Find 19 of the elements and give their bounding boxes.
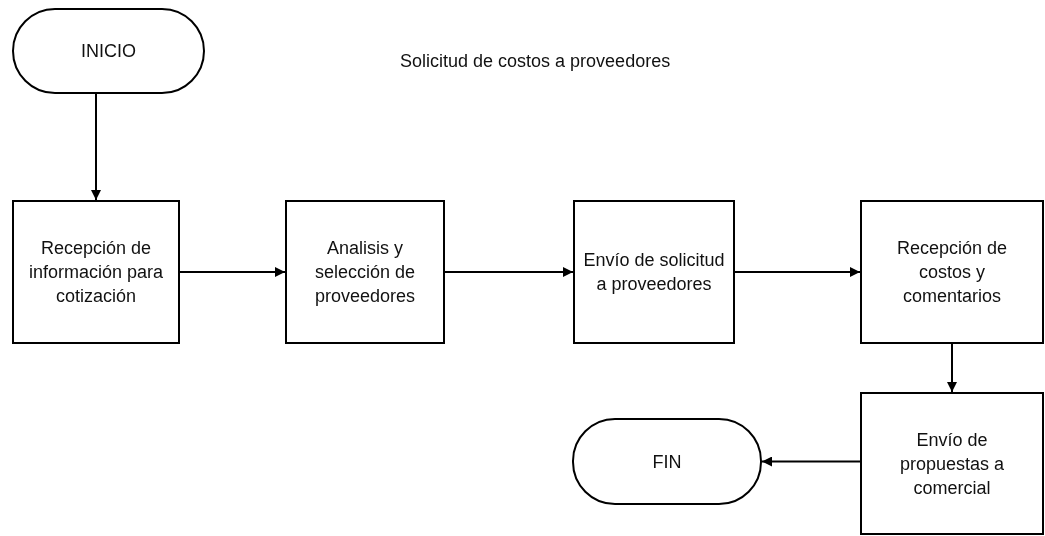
arrow: [947, 343, 957, 393]
node-label: Recepción de costos y comentarios: [895, 237, 1009, 308]
node-label: INICIO: [80, 40, 137, 63]
process-box: [285, 200, 445, 344]
arrow: [734, 267, 861, 277]
arrow: [444, 267, 574, 277]
process-box: [860, 200, 1044, 344]
diagram-title: Solicitud de costos a proveedores: [400, 51, 671, 72]
node-label: FIN: [651, 450, 683, 474]
arrow: [761, 456, 861, 467]
node-label: Envío de solicitud a proveedores: [582, 249, 726, 296]
process-box: [860, 392, 1044, 535]
process-box: [12, 200, 180, 344]
arrow: [91, 93, 101, 201]
process-box: [573, 200, 735, 344]
node-label: Recepción de información para cotización: [27, 237, 165, 308]
node-label: Envío de propuestas a comercial: [898, 428, 1006, 500]
node-label: Analisis y selección de proveedores: [313, 237, 417, 308]
arrow: [179, 267, 286, 277]
